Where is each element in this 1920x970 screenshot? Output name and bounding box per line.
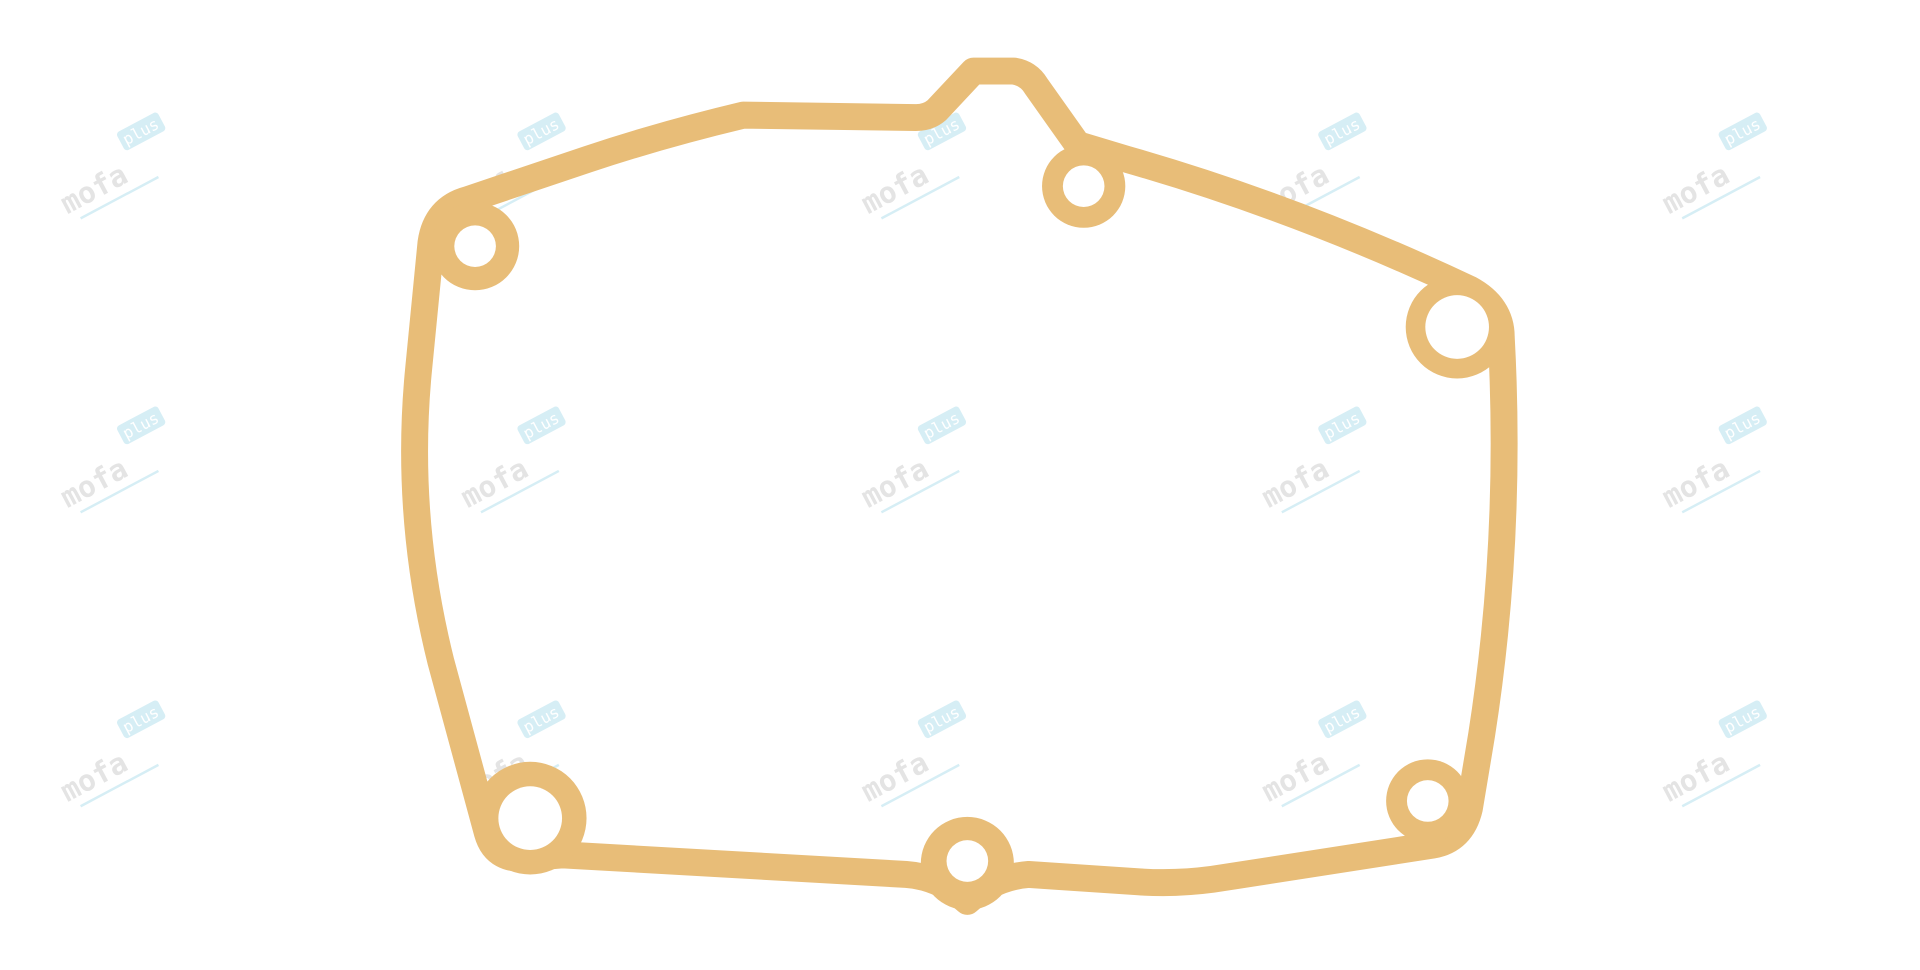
watermark: mofa plus (1656, 112, 1767, 221)
watermark: mofa plus (55, 406, 166, 514)
watermark-badge: plus (520, 408, 563, 443)
hole (498, 786, 563, 850)
gasket (401, 57, 1518, 915)
watermark: mofa plus (55, 112, 166, 221)
watermarks: mofa plus mofa plus mofa plus mofa plus mofa… (55, 112, 1767, 808)
watermark: mofa plus (1656, 406, 1767, 514)
watermark-badge: plus (1721, 408, 1764, 443)
watermark-badge: plus (920, 408, 963, 443)
watermark-badge: plus (1721, 114, 1764, 149)
watermark: mofa plus (855, 406, 967, 514)
watermark: mofa plus (1256, 700, 1367, 808)
watermark: mofa plus (1256, 406, 1367, 514)
watermark-badge: plus (1321, 702, 1364, 737)
watermark: mofa plus (1656, 700, 1767, 808)
watermark-badge: plus (119, 408, 162, 443)
bolt-holes (431, 144, 1509, 910)
watermark-badge: plus (1321, 408, 1364, 443)
watermark-badge: plus (520, 114, 563, 149)
gasket-outline (401, 57, 1518, 915)
watermark-badge: plus (119, 114, 162, 149)
watermark: mofa plus (55, 700, 166, 808)
hole (1406, 780, 1449, 822)
watermark-badge: plus (920, 702, 963, 737)
hole (1062, 165, 1105, 207)
watermark: mofa plus (855, 700, 967, 808)
watermark-badge: plus (119, 702, 162, 737)
hole (946, 840, 989, 882)
watermark: mofa plus (455, 406, 566, 514)
watermark-badge: plus (1321, 114, 1364, 149)
watermark-badge: plus (1721, 702, 1764, 737)
hole (454, 225, 496, 267)
watermark-badge: plus (520, 702, 563, 737)
hole (1425, 295, 1489, 359)
